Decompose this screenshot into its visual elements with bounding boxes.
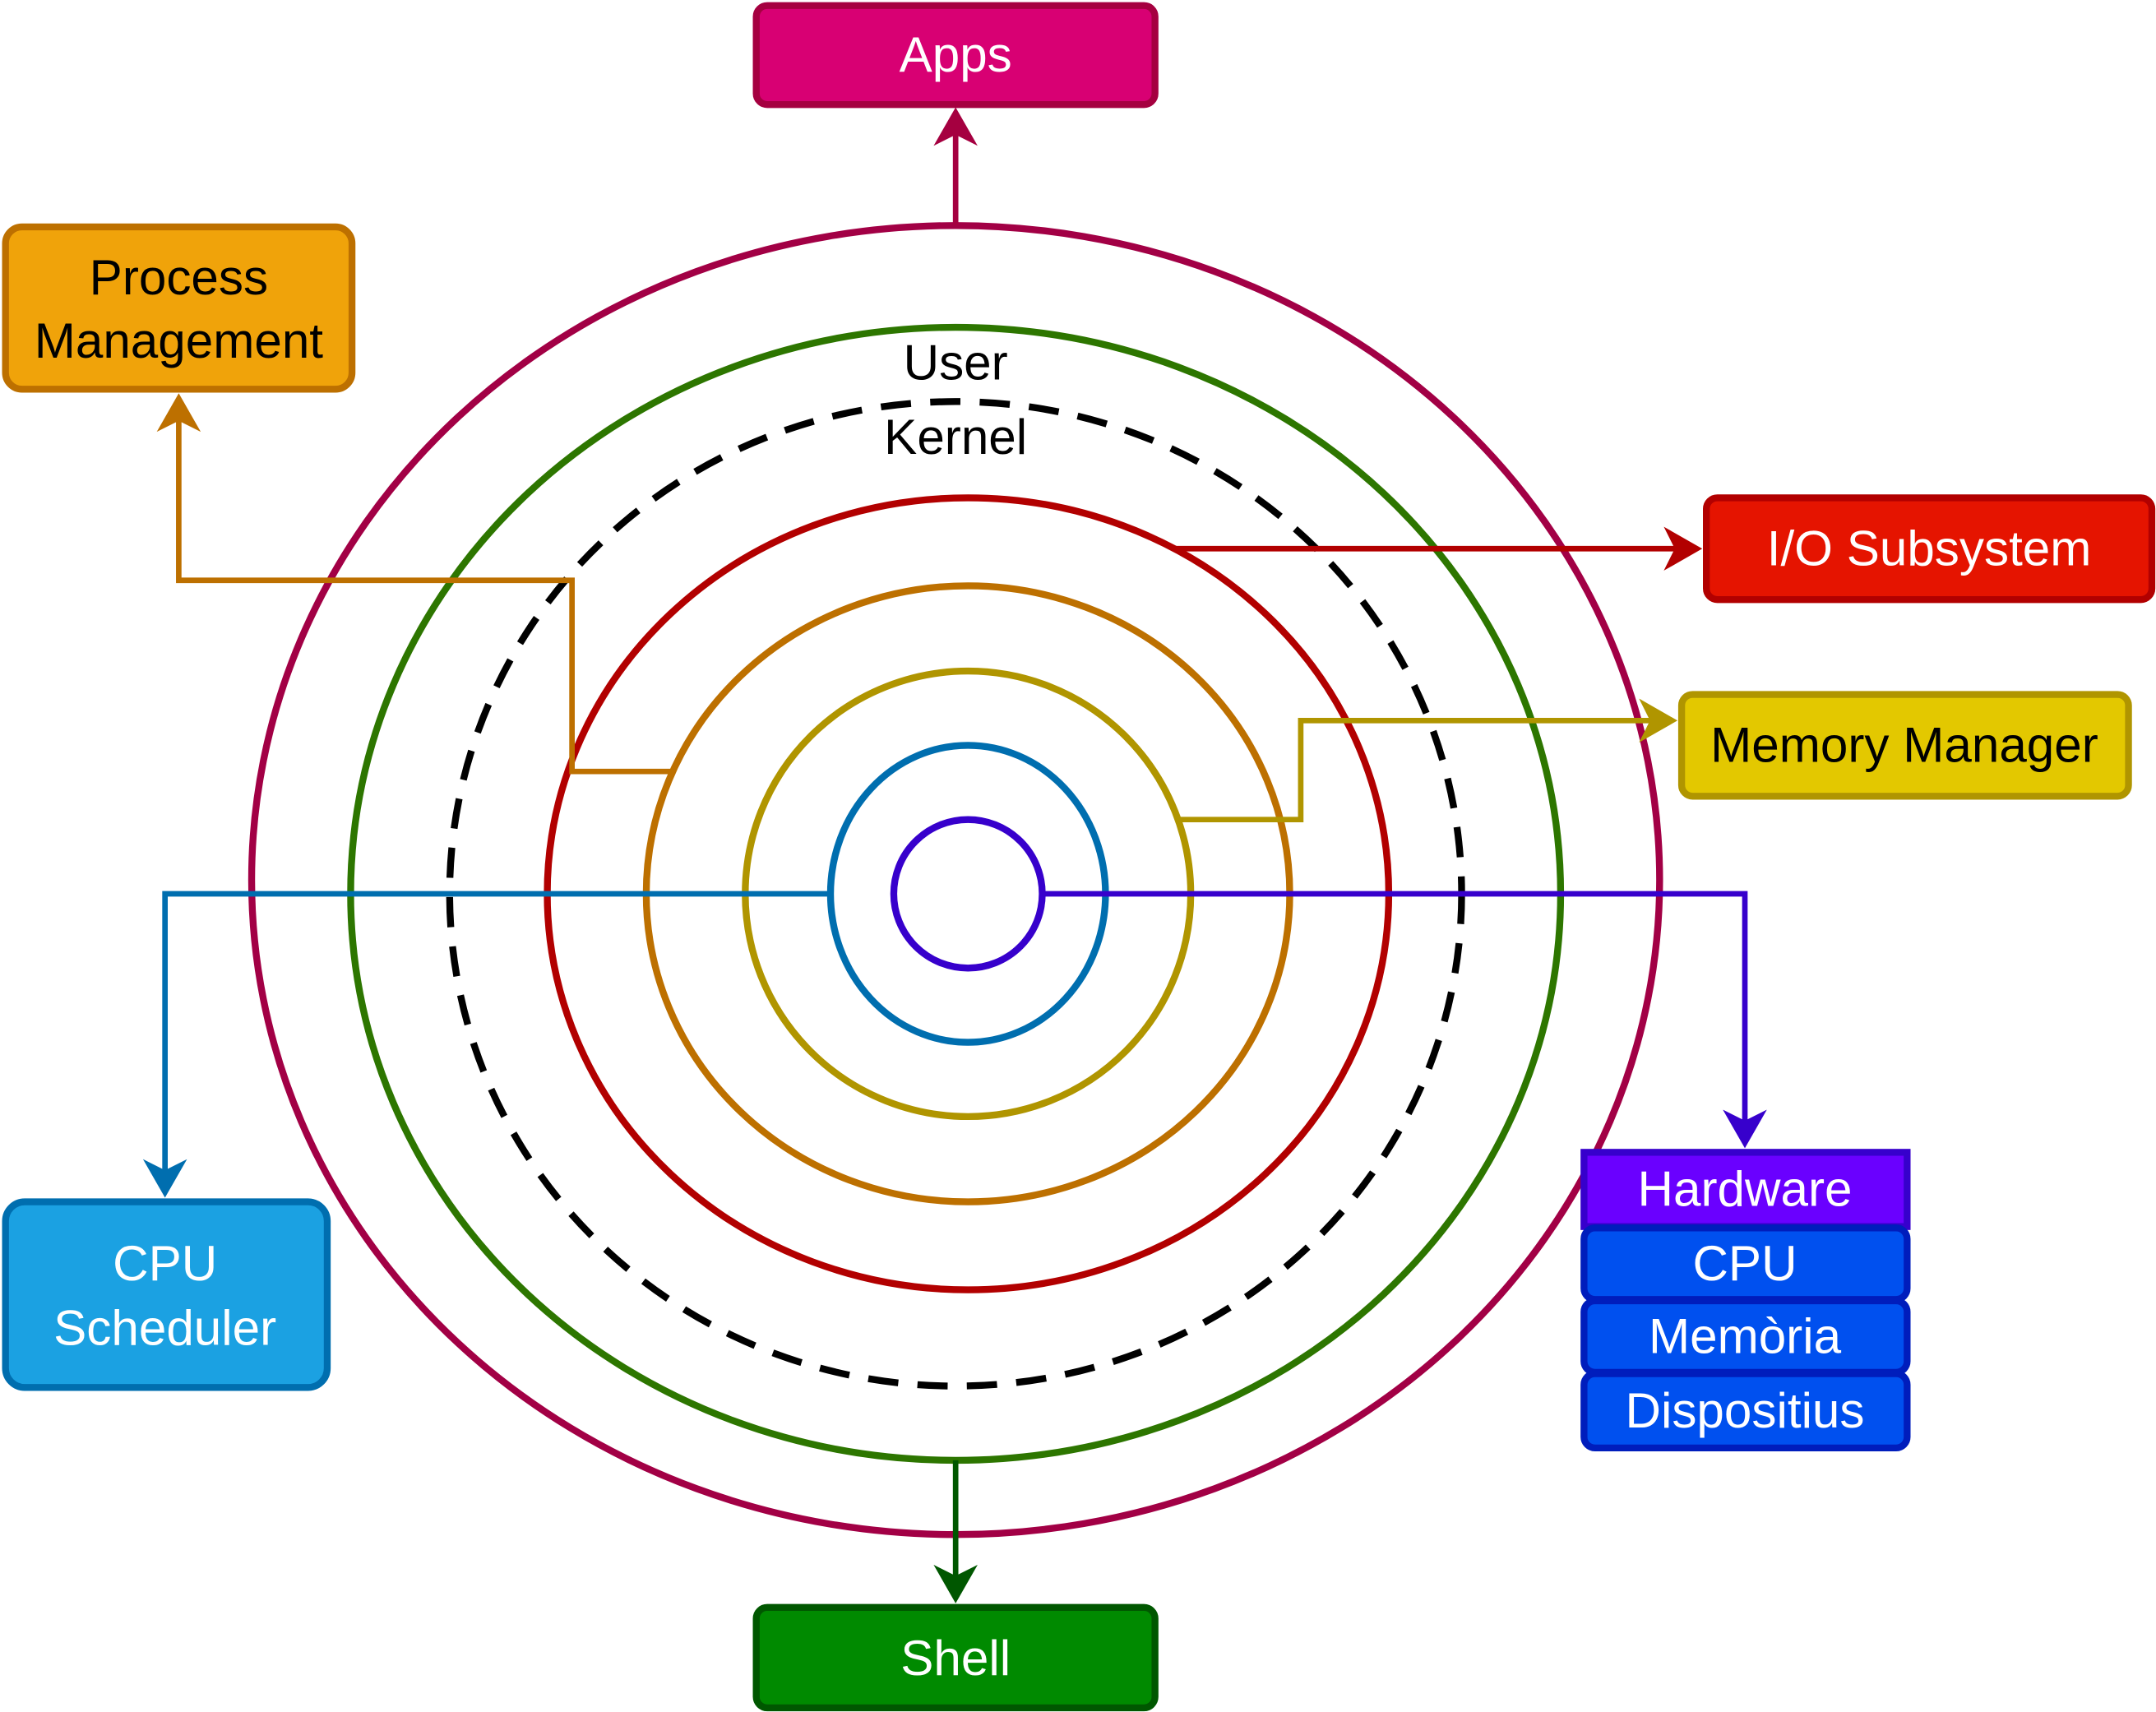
hw-cpu-label: CPU [1692,1236,1797,1291]
hardware-connector [1042,891,1767,1149]
hw-dispositius-label: Dispositius [1626,1383,1865,1438]
apps-label: Apps [900,27,1012,82]
process-management-box: Process Management [2,223,356,393]
shell-box: Shell [752,1603,1159,1712]
shell-label: Shell [900,1631,1011,1686]
process-label-line2: Management [35,313,324,368]
io-label: I/O Subsystem [1767,521,2092,576]
process-connector [156,393,672,775]
apps-box: Apps [752,2,1159,109]
memory-label: Memory Manager [1710,717,2098,772]
cpu-scheduler-label-line1: CPU [113,1236,217,1291]
cpu-scheduler-box: CPU Scheduler [2,1198,331,1391]
cpu-scheduler-label-line2: Scheduler [53,1300,276,1355]
hw-dispositius-box [1580,1370,1911,1452]
memory-connector [1179,698,1678,823]
kernel-label: Kernel [884,409,1027,465]
hardware-label: Hardware [1638,1162,1853,1217]
user-label: User [904,335,1008,391]
process-label-line1: Process [90,250,268,305]
hw-memoria-label: Memòria [1649,1308,1842,1363]
hardware-ring [890,816,1046,972]
cpu-scheduler-connector [142,891,831,1198]
memory-manager-box: Memory Manager [1677,691,2132,800]
io-subsystem-box: I/O Subsystem [1703,494,2156,604]
hardware-stack: Hardware CPU Memòria Dispositius [1580,1149,1911,1452]
